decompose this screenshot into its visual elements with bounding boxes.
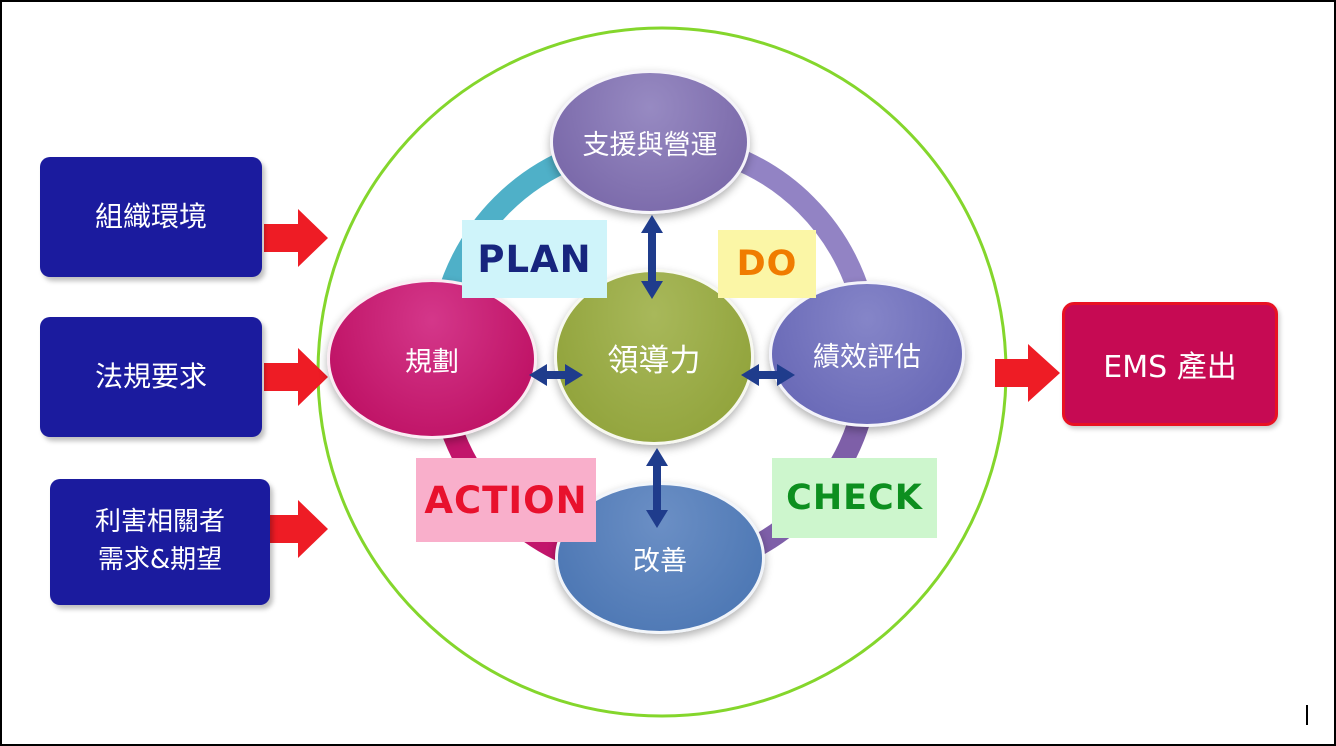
node-label: 規劃 bbox=[405, 346, 459, 378]
output-box-ems: EMS 產出 bbox=[1062, 302, 1278, 426]
phase-label-do: DO bbox=[718, 230, 816, 298]
input-arrow-2 bbox=[264, 348, 328, 406]
text-cursor-artifact bbox=[1306, 705, 1308, 725]
arrowhead-icon bbox=[641, 215, 663, 233]
input-arrow-3 bbox=[264, 500, 328, 558]
phase-text: DO bbox=[736, 244, 798, 284]
phase-text: ACTION bbox=[424, 478, 588, 522]
output-box-label: EMS 產出 bbox=[1103, 350, 1237, 385]
phase-label-plan: PLAN bbox=[462, 220, 607, 298]
phase-text: PLAN bbox=[477, 237, 592, 281]
phase-label-check: CHECK bbox=[772, 458, 937, 538]
node-planning: 規劃 bbox=[327, 279, 537, 439]
input-box-label: 法規要求 bbox=[94, 359, 207, 393]
input-box-stakeholder-needs: 利害相關者 需求&期望 bbox=[50, 479, 270, 605]
phase-text: CHECK bbox=[786, 478, 923, 518]
input-box-organizational-context: 組織環境 bbox=[40, 157, 262, 277]
phase-label-action: ACTION bbox=[416, 458, 596, 542]
node-label: 支援與營運 bbox=[582, 129, 718, 161]
input-arrow-1 bbox=[264, 209, 328, 267]
node-performance-evaluation: 績效評估 bbox=[769, 281, 965, 427]
input-box-label: 利害相關者 需求&期望 bbox=[94, 507, 225, 575]
node-label: 改善 bbox=[633, 545, 687, 577]
output-arrow bbox=[995, 344, 1060, 402]
node-support-operations: 支援與營運 bbox=[550, 70, 750, 214]
node-label: 領導力 bbox=[607, 342, 701, 379]
arrowhead-icon bbox=[646, 448, 668, 466]
input-box-regulatory-requirements: 法規要求 bbox=[40, 317, 262, 437]
input-box-label: 組織環境 bbox=[94, 199, 207, 233]
node-label: 績效評估 bbox=[813, 341, 921, 373]
